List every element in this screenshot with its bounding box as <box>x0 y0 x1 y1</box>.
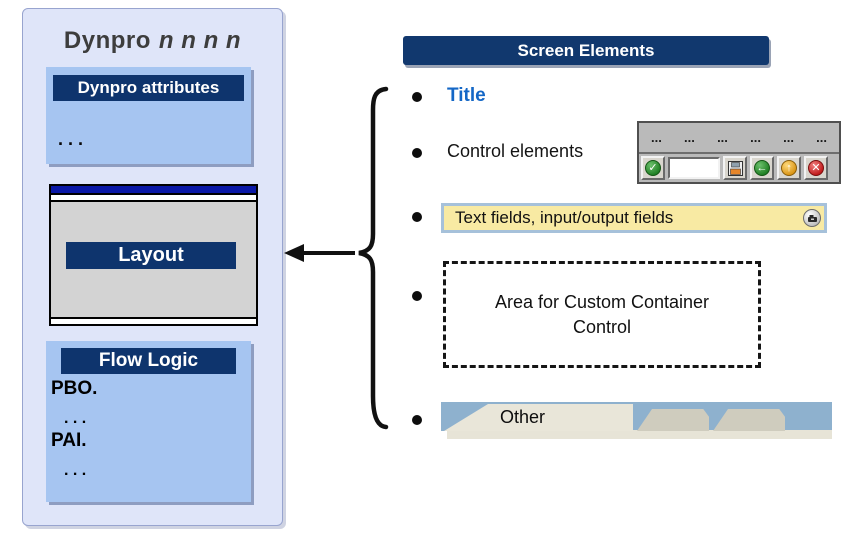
menu-placeholder[interactable]: ... <box>750 130 761 145</box>
tabstrip-base <box>447 430 832 439</box>
cancel-button[interactable]: ✕ <box>804 156 828 180</box>
window-titlebar <box>51 186 256 195</box>
dynpro-title-text: Dynpro <box>63 27 151 54</box>
screen-element-title-label: Title <box>447 85 486 106</box>
bullet-icon <box>412 291 422 301</box>
text-field-label: Text fields, input/output fields <box>455 208 674 227</box>
flow-line-pbo: PBO. <box>51 378 98 399</box>
bullet-icon <box>412 148 422 158</box>
save-button[interactable] <box>723 156 747 180</box>
layout-button[interactable]: Layout <box>66 242 236 269</box>
tab-blank-1[interactable] <box>637 409 709 431</box>
ellipsis-text: . . . <box>64 410 87 427</box>
dynpro-attributes-box: Dynpro attributes . . . <box>46 67 251 164</box>
menubar: ... ... ... ... ... ... <box>639 123 839 154</box>
x-icon: ✕ <box>808 160 824 176</box>
dynpro-title-number: n n n n <box>158 27 242 54</box>
text-input-field[interactable]: Text fields, input/output fields <box>441 203 827 233</box>
check-icon: ✓ <box>645 160 661 176</box>
toolbar-buttons-row: ✓ ← ↑ ✕ <box>639 154 839 182</box>
dynpro-attributes-header: Dynpro attributes <box>53 75 244 101</box>
brace-and-arrow <box>284 86 389 430</box>
ellipsis-text: . . . <box>64 462 87 479</box>
bullet-icon <box>412 212 422 222</box>
enter-button[interactable]: ✓ <box>641 156 665 180</box>
flow-line-pai: PAI. <box>51 430 87 451</box>
bullet-icon <box>412 92 422 102</box>
custom-container-area: Area for Custom Container Control <box>443 261 761 368</box>
matchcode-icon[interactable] <box>803 209 821 227</box>
flow-logic-box: Flow Logic PBO. . . . PAI. . . . <box>46 341 251 502</box>
command-field-input[interactable] <box>668 157 720 179</box>
menu-placeholder[interactable]: ... <box>684 130 695 145</box>
tab-blank-2[interactable] <box>713 409 785 431</box>
dynpro-panel: Dynpro n n n n Dynpro attributes . . . La… <box>22 8 283 526</box>
floppy-disk-icon <box>727 160 743 176</box>
custom-container-label: Area for Custom Container Control <box>494 292 710 337</box>
window-strip-bottom <box>51 317 256 324</box>
dynpro-title: Dynpro n n n n <box>23 27 282 55</box>
menu-placeholder[interactable]: ... <box>717 130 728 145</box>
menu-placeholder[interactable]: ... <box>651 130 662 145</box>
tabstrip: Other <box>441 402 832 439</box>
exit-button[interactable]: ↑ <box>777 156 801 180</box>
layout-window: Layout <box>49 184 258 326</box>
tab-other-label: Other <box>500 407 546 427</box>
curly-brace-icon <box>358 86 389 430</box>
menu-placeholder[interactable]: ... <box>783 130 794 145</box>
left-arrowhead-icon <box>284 244 304 262</box>
layout-window-body: Layout <box>51 202 256 317</box>
screen-elements-header: Screen Elements <box>403 36 769 65</box>
bullet-icon <box>412 415 422 425</box>
back-button[interactable]: ← <box>750 156 774 180</box>
up-arrow-icon: ↑ <box>781 160 797 176</box>
ellipsis-text: . . . <box>58 129 84 149</box>
flow-logic-header: Flow Logic <box>61 348 236 374</box>
left-arrow-icon: ← <box>754 160 770 176</box>
menu-placeholder[interactable]: ... <box>816 130 827 145</box>
window-strip-top <box>51 195 256 202</box>
control-elements-label: Control elements <box>447 141 584 161</box>
sap-toolbar: ... ... ... ... ... ... ✓ <box>637 121 841 184</box>
